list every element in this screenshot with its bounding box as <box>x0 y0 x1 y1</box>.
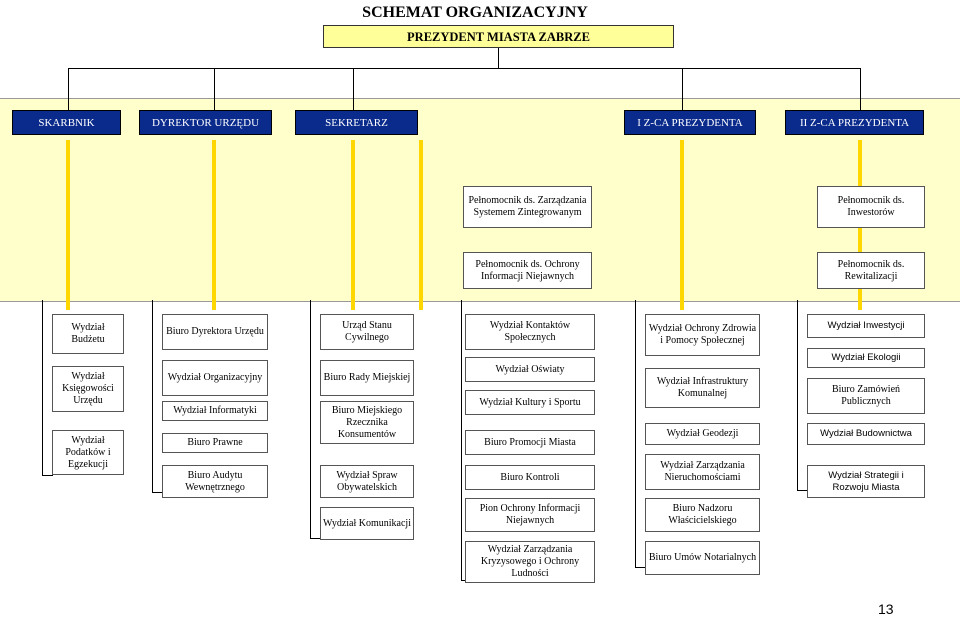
plenipotentiary-box: Pełnomocnik ds. Rewitalizacji <box>817 252 925 289</box>
unit-box: Wydział Spraw Obywatelskich <box>320 465 414 498</box>
column-frame <box>42 300 53 476</box>
unit-box: Wydział Komunikacji <box>320 507 414 540</box>
column-frame <box>635 300 646 568</box>
connector-line <box>68 68 69 110</box>
unit-box: Wydział Budżetu <box>52 314 124 354</box>
unit-box: Wydział Infrastruktury Komunalnej <box>645 368 760 408</box>
i-zca-prezydenta-box: I Z-CA PREZYDENTA <box>624 110 756 135</box>
ii-zca-prezydenta-box: II Z-CA PREZYDENTA <box>785 110 924 135</box>
gold-guide <box>419 140 423 310</box>
unit-box: Biuro Zamówień Publicznych <box>807 378 925 414</box>
plenipotentiary-box: Pełnomocnik ds. Inwestorów <box>817 186 925 228</box>
connector-line <box>860 68 861 110</box>
unit-box: Biuro Dyrektora Urzędu <box>162 314 268 350</box>
skarbnik-box: SKARBNIK <box>12 110 121 135</box>
unit-box: Wydział Oświaty <box>465 357 595 382</box>
connector-line <box>498 48 499 68</box>
unit-box: Biuro Promocji Miasta <box>465 430 595 455</box>
unit-box: Wydział Kontaktów Społecznych <box>465 314 595 350</box>
unit-box: Wydział Księgowości Urzędu <box>52 366 124 412</box>
column-frame <box>310 300 321 539</box>
connector-line <box>353 68 354 110</box>
connector-line <box>682 68 683 110</box>
unit-box: Biuro Kontroli <box>465 465 595 490</box>
unit-box: Wydział Informatyki <box>162 401 268 421</box>
unit-box: Biuro Prawne <box>162 433 268 453</box>
dyrektor-urzedu-box: DYREKTOR URZĘDU <box>139 110 272 135</box>
unit-box: Biuro Rady Miejskiej <box>320 360 414 396</box>
unit-box: Wydział Budownictwa <box>807 423 925 445</box>
plenipotentiary-box: Pełnomocnik ds. Ochrony Informacji Nieja… <box>463 252 592 289</box>
unit-box: Wydział Podatków i Egzekucji <box>52 430 124 475</box>
unit-box: Wydział Ochrony Zdrowia i Pomocy Społecz… <box>645 314 760 356</box>
unit-box: Pion Ochrony Informacji Niejawnych <box>465 498 595 532</box>
unit-box: Wydział Kultury i Sportu <box>465 390 595 415</box>
chart-title: SCHEMAT ORGANIZACYJNY <box>362 4 588 21</box>
unit-box: Wydział Geodezji <box>645 423 760 445</box>
unit-box: Wydział Zarządzania Kryzysowego i Ochron… <box>465 541 595 583</box>
unit-box: Urząd Stanu Cywilnego <box>320 314 414 350</box>
unit-box: Wydział Ekologii <box>807 348 925 368</box>
president-box: PREZYDENT MIASTA ZABRZE <box>323 25 674 48</box>
gold-guide <box>351 140 355 310</box>
plenipotentiary-box: Pełnomocnik ds. Zarządzania Systemem Zin… <box>463 186 592 228</box>
gold-guide <box>66 140 70 310</box>
gold-guide <box>212 140 216 310</box>
unit-box: Biuro Miejskiego Rzecznika Konsumentów <box>320 401 414 444</box>
unit-box: Biuro Audytu Wewnętrznego <box>162 465 268 498</box>
connector-line <box>214 68 215 110</box>
unit-box: Wydział Inwestycji <box>807 314 925 338</box>
unit-box: Wydział Strategii i Rozwoju Miasta <box>807 465 925 498</box>
gold-guide <box>680 140 684 310</box>
column-frame <box>797 300 808 491</box>
connector-line <box>68 68 861 69</box>
page-number: 13 <box>878 601 894 617</box>
sekretarz-box: SEKRETARZ <box>295 110 418 135</box>
unit-box: Wydział Organizacyjny <box>162 360 268 396</box>
column-frame <box>152 300 163 493</box>
unit-box: Wydział Zarządzania Nieruchomościami <box>645 454 760 490</box>
column-frame <box>461 300 466 581</box>
unit-box: Biuro Nadzoru Właścicielskiego <box>645 498 760 532</box>
unit-box: Biuro Umów Notarialnych <box>645 541 760 575</box>
